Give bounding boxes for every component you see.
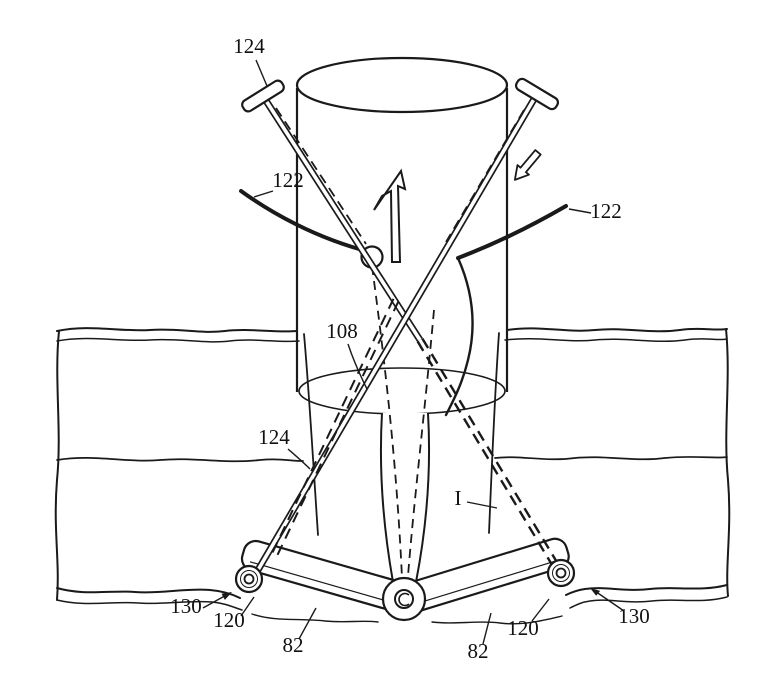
central-shaft (371, 265, 435, 583)
cannula-bottom-rim (298, 367, 506, 415)
curve-122-left (239, 189, 372, 254)
rod-hidden-dashed-1 (421, 337, 560, 566)
ref-label-82-left: 82 (283, 633, 304, 657)
ref-label-130-left: 130 (170, 594, 202, 618)
ref-label-82-right: 82 (468, 639, 489, 663)
leader-124-top (255, 59, 268, 87)
ref-label-124-mid: 124 (258, 425, 290, 449)
ref-label-124-top: 124 (233, 34, 265, 58)
leader-I (466, 501, 498, 509)
leader-124-mid (287, 448, 311, 470)
suture-dashed-center-2 (407, 309, 435, 577)
reference-labels: 124 122 122 108 124 I 130 120 82 82 120 … (170, 34, 650, 663)
retraction-curves (239, 189, 568, 417)
rod-right-handle (254, 77, 560, 572)
arrowhead-130-left (221, 592, 232, 600)
tissue-left (54, 327, 379, 623)
direction-arrow-icon (513, 149, 542, 181)
suture-dashed-center-1 (371, 265, 403, 579)
leader-122-left (253, 190, 274, 198)
anchor-pivot (381, 576, 427, 622)
ref-label-I: I (455, 486, 462, 510)
eyelet-left (234, 564, 264, 594)
rod-hidden-dashed-2 (416, 340, 555, 569)
leader-120-right (531, 598, 550, 622)
leader-120-left (240, 596, 255, 617)
t-handle-right (514, 77, 560, 111)
hidden-sutures (268, 107, 525, 562)
ref-label-108: 108 (326, 319, 358, 343)
leader-82-right (482, 612, 492, 645)
leader-108 (347, 343, 368, 390)
cannula-cylinder (295, 56, 509, 415)
leader-122-right (568, 208, 592, 214)
ref-label-130-right: 130 (618, 604, 650, 628)
curve-122-right-tail (444, 256, 474, 417)
ref-label-120-left: 120 (213, 608, 245, 632)
leader-lines (202, 59, 625, 645)
ref-label-120-right: 120 (507, 616, 539, 640)
ref-label-122-left: 122 (272, 168, 304, 192)
eyelet-right (546, 558, 576, 588)
curve-122-right (456, 204, 568, 260)
pivot-screw-slot (398, 592, 410, 607)
arrowhead-130-right (590, 588, 601, 596)
inner-pointer-glyph (373, 168, 407, 263)
ref-label-122-right: 122 (590, 199, 622, 223)
t-handle-left (241, 79, 285, 113)
leader-82-left (298, 607, 317, 640)
